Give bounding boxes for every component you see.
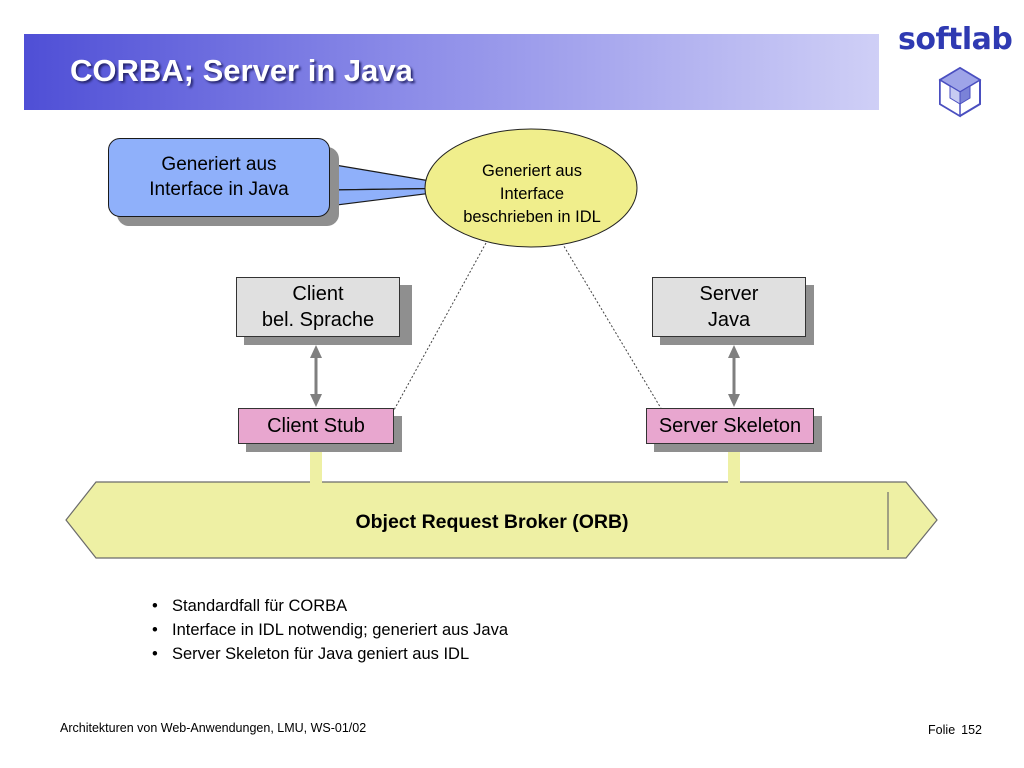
softlab-logo-icon <box>938 66 982 118</box>
server-box-line-2: Java <box>707 309 751 331</box>
client-stub-box: Client Stub <box>238 408 394 444</box>
callout-line-2: Interface in Java <box>149 178 289 200</box>
stub-orb-connector <box>310 451 322 491</box>
softlab-logo-text: softlab <box>898 22 1013 57</box>
callout-line-1: Generiert aus <box>161 153 277 175</box>
slide-title: CORBA; Server in Java <box>70 53 413 88</box>
idl-to-skeleton-line <box>561 242 663 411</box>
bullet-item: Server Skeleton für Java geniert aus IDL <box>152 642 508 666</box>
server-box: Server Java <box>652 277 806 337</box>
skeleton-orb-connector <box>728 451 740 491</box>
orb-arrow-shape <box>65 481 938 559</box>
orb-label: Object Request Broker (ORB) <box>355 511 629 533</box>
idl-ellipse-line-1: Generiert aus <box>482 162 582 180</box>
bullet-item: Standardfall für CORBA <box>152 594 508 618</box>
idl-ellipse-line-3: beschrieben in IDL <box>463 208 601 226</box>
footer-page: Folie 152 <box>928 723 982 737</box>
client-stub-double-arrow <box>310 345 322 407</box>
client-box-line-1: Client <box>292 283 344 305</box>
server-skeleton-double-arrow <box>728 345 740 407</box>
client-box: Client bel. Sprache <box>236 277 400 337</box>
idl-ellipse-line-2: Interface <box>499 185 565 203</box>
title-bar: CORBA; Server in Java <box>24 34 879 110</box>
bullet-item: Interface in IDL notwendig; generiert au… <box>152 618 508 642</box>
footer-folie-number: 152 <box>961 723 982 737</box>
bullet-list: Standardfall für CORBA Interface in IDL … <box>152 594 508 666</box>
footer-folie-label: Folie <box>928 723 956 737</box>
client-box-line-2: bel. Sprache <box>261 309 375 331</box>
server-skeleton-label: Server Skeleton <box>658 415 802 437</box>
idl-ellipse-label: Generiert aus Interface beschrieben in I… <box>432 160 632 229</box>
footer-course: Architekturen von Web-Anwendungen, LMU, … <box>60 721 367 735</box>
server-box-line-1: Server <box>699 283 759 305</box>
server-skeleton-box: Server Skeleton <box>646 408 814 444</box>
idl-ellipse <box>424 128 638 248</box>
client-stub-label: Client Stub <box>267 415 365 437</box>
java-interface-callout: Generiert aus Interface in Java <box>108 138 330 217</box>
